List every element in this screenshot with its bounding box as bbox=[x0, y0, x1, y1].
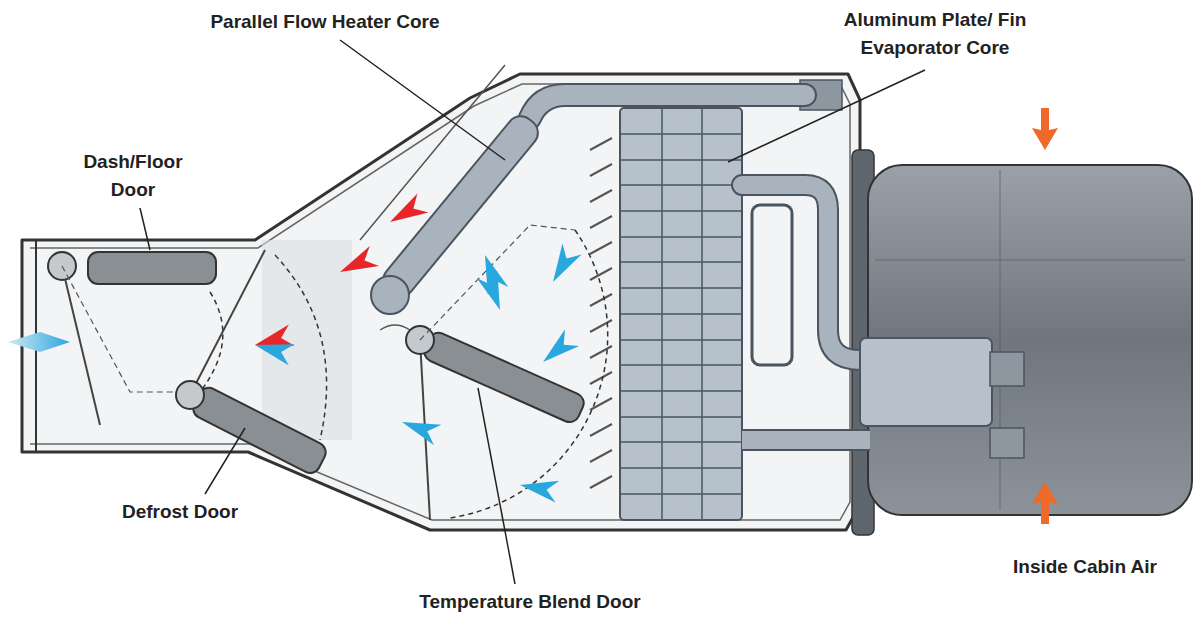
leader-line bbox=[140, 208, 150, 250]
housing-inner-wall bbox=[30, 84, 850, 520]
leader-line bbox=[728, 70, 925, 162]
refrigerant-pipe bbox=[742, 185, 860, 360]
warm-air-arrow bbox=[385, 193, 429, 231]
callout-label: Dash/Floor Door bbox=[73, 148, 193, 203]
door-outline-dashed bbox=[62, 266, 200, 392]
callout-label: Inside Cabin Air bbox=[985, 553, 1185, 581]
expansion-valve-block bbox=[860, 338, 992, 426]
heater-core-body bbox=[378, 111, 544, 303]
refrigerant-pipe bbox=[742, 429, 870, 451]
heater-pipe bbox=[530, 95, 805, 118]
cool-air-arrow bbox=[536, 329, 579, 370]
temperature-blend-door bbox=[421, 330, 587, 426]
callout-label: Defrost Door bbox=[90, 498, 270, 526]
warm-air-arrow bbox=[335, 246, 379, 282]
door-hinge bbox=[176, 381, 204, 409]
cool-air-arrow bbox=[518, 474, 559, 502]
callout-label: Temperature Blend Door bbox=[380, 588, 680, 616]
pipe-fitting bbox=[990, 352, 1024, 386]
heater-core-end bbox=[371, 276, 409, 314]
callout-label: Parallel Flow Heater Core bbox=[200, 8, 450, 36]
exit-air-arrow bbox=[8, 332, 70, 352]
blend-door-group bbox=[421, 330, 587, 426]
cool-air-arrow bbox=[398, 412, 441, 446]
defrost-door bbox=[190, 384, 329, 476]
refrigerant-pipe bbox=[742, 431, 870, 449]
door-blade-line bbox=[190, 250, 265, 395]
inlet-air-arrow bbox=[1032, 482, 1058, 524]
pipe-loop-frame bbox=[752, 205, 792, 365]
dash-floor-door bbox=[88, 252, 216, 284]
heater-shroud bbox=[360, 65, 505, 330]
cool-air-arrow bbox=[477, 271, 511, 314]
evaporator-plates bbox=[620, 108, 742, 520]
heater-pipe bbox=[530, 95, 805, 118]
door-swing-arc bbox=[200, 292, 223, 392]
evaporator-fins bbox=[590, 138, 612, 488]
airflow-arrows bbox=[8, 108, 1058, 524]
leader-lines bbox=[140, 40, 925, 584]
leader-line bbox=[478, 388, 515, 584]
heater-core bbox=[378, 111, 544, 303]
evaporator-core bbox=[620, 108, 742, 520]
door-blade-line bbox=[62, 266, 100, 425]
cool-air-arrow bbox=[543, 244, 581, 288]
defrost-door-group bbox=[190, 384, 329, 476]
pipe-fitting bbox=[990, 428, 1024, 458]
door-outline-dashed bbox=[420, 225, 575, 340]
leader-line bbox=[205, 428, 245, 494]
callout-label: Aluminum Plate/ Fin Evaporator Core bbox=[835, 6, 1035, 61]
leader-line bbox=[340, 40, 505, 160]
door-swing-arc bbox=[450, 230, 608, 518]
cool-air-arrow bbox=[252, 334, 294, 365]
refrigerant-pipe bbox=[742, 185, 860, 360]
inlet-air-arrow bbox=[1032, 108, 1058, 150]
